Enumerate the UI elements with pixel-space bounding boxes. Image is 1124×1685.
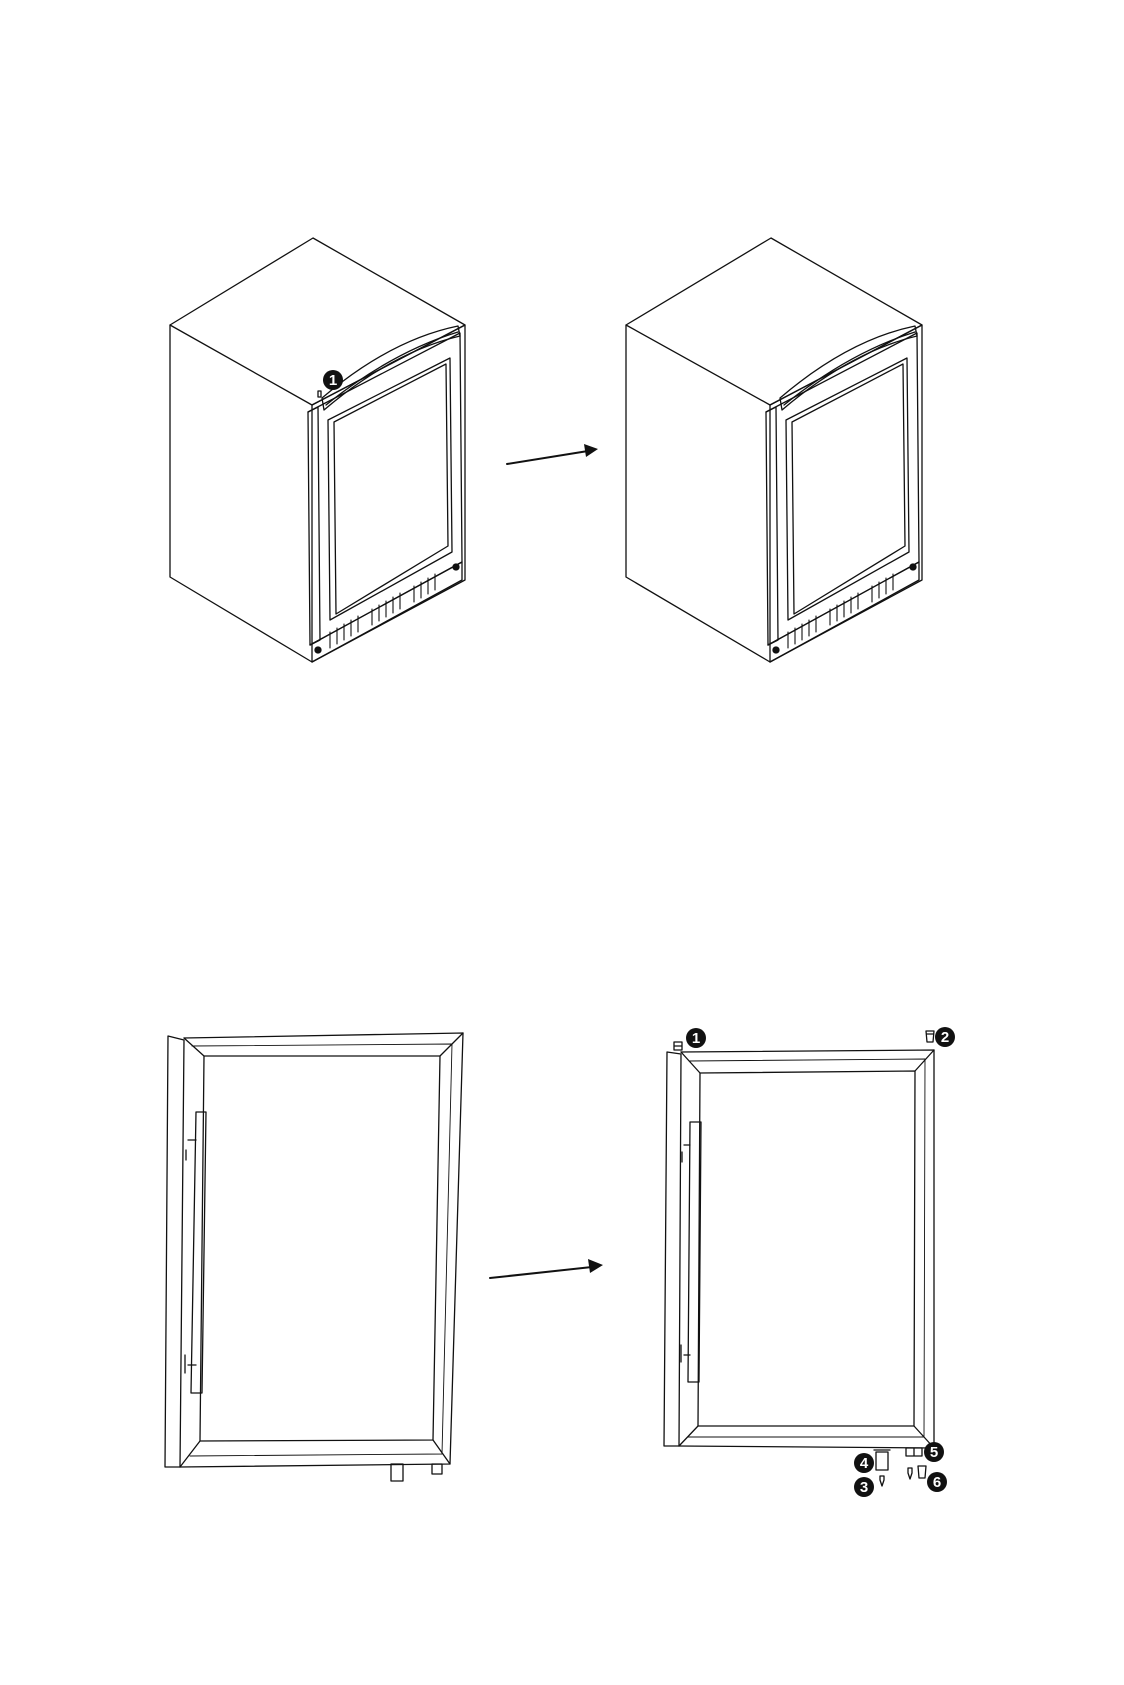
callout-5: 5 [924,1442,944,1462]
door-bottom-pin [391,1464,403,1481]
door-frame-bevel [190,1044,452,1456]
callout-3: 3 [854,1477,874,1497]
door-frame-inner [200,1056,440,1441]
door-handle [191,1112,206,1393]
hinge-screw-icon [880,1476,884,1486]
door-hinge-strip [165,1036,184,1467]
fridge-foot-right [453,564,459,570]
screw-and-bushing-icon [908,1466,926,1479]
callout-1-label: 1 [692,1030,700,1047]
door-frame-bevel [688,1059,925,1437]
fridge-cabinet-side [170,325,312,662]
right-arrow-icon [507,444,598,464]
door-frame-inner [698,1071,915,1426]
fridge-cabinet-side [626,325,770,662]
callout-1: 1 [686,1028,706,1048]
fridge-foot-right [910,564,916,570]
door-bottom-bracket [432,1464,442,1474]
fridge-foot-left [773,647,779,653]
callout-5-label: 5 [930,1444,938,1461]
door-handle-ticks [681,1152,682,1362]
door-frame-outer [180,1033,463,1467]
callout-2: 2 [935,1027,955,1047]
callout-1-label: 1 [329,372,337,389]
fridge-door [766,333,919,645]
bottom-hinge-block-icon [874,1450,890,1470]
callout-2-label: 2 [941,1029,949,1046]
callout-3-label: 3 [860,1479,868,1496]
door-frame-edge [679,1050,934,1448]
hinge-screw-icon [318,391,321,397]
callout-6-label: 6 [933,1474,941,1491]
top-hinge-screw-icon [674,1042,682,1050]
door-before [165,1033,463,1481]
callout-6: 6 [927,1472,947,1492]
right-arrow-icon [490,1259,603,1278]
fridge-foot-left [315,647,321,653]
fridge-door-inner [334,364,448,614]
door-stop-bracket-icon [906,1448,922,1456]
callout-4-label: 4 [860,1455,869,1472]
callout-4: 4 [854,1453,874,1473]
pin-bushing-icon [926,1031,934,1042]
door-after: 1 2 4 3 5 6 [664,1027,955,1497]
fridge-door-inner [792,364,905,614]
callout-1: 1 [323,370,343,390]
door-frame-edge [180,1033,463,1467]
fridge-before: 1 [170,238,465,662]
door-frame-outer [679,1050,934,1448]
fridge-cabinet-top [170,238,465,405]
door-hinge-strip [664,1052,681,1446]
door-handle-ticks [185,1150,186,1373]
fridge-cabinet-top [626,238,922,405]
fridge-after [626,238,922,662]
